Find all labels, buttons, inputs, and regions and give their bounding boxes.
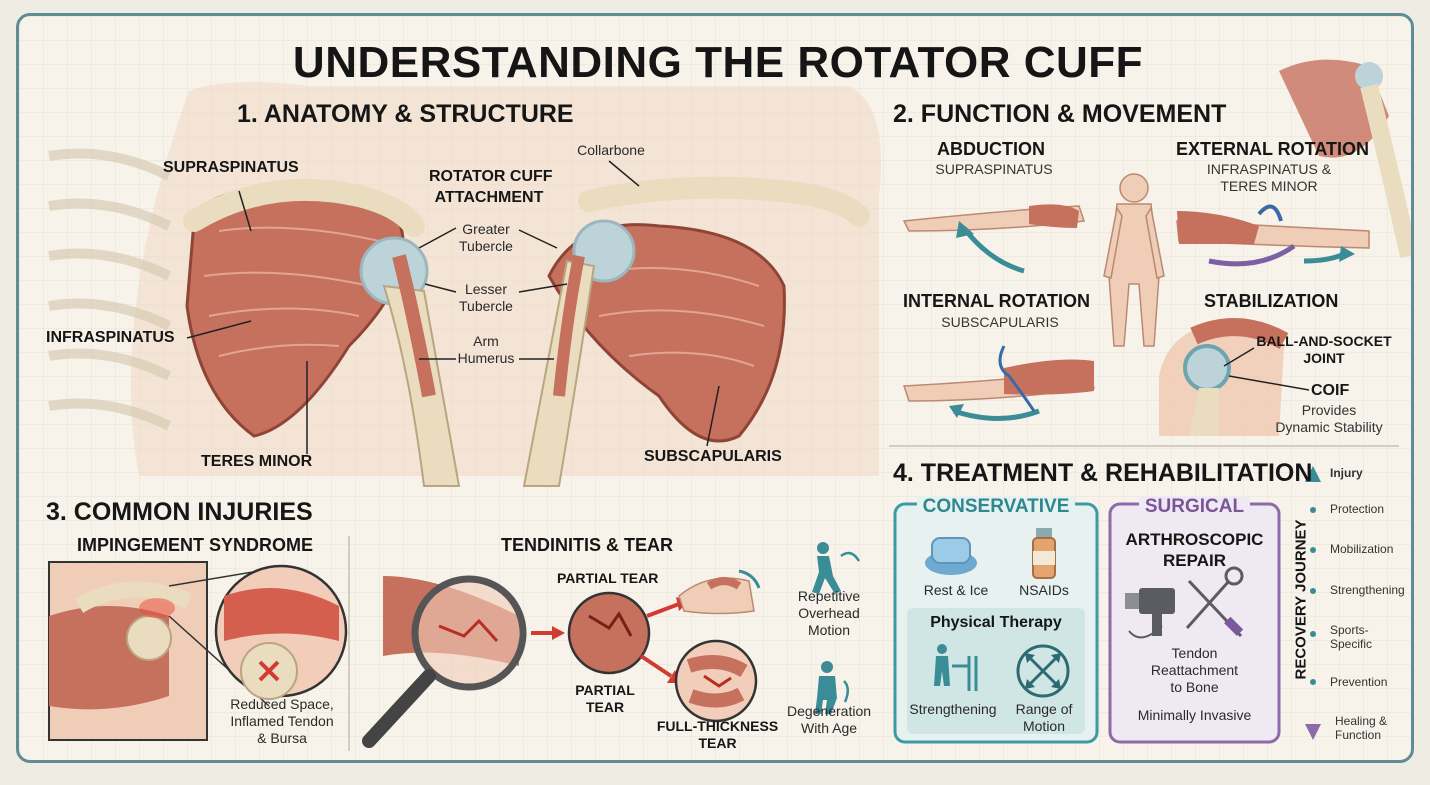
impingement-desc-3: & Bursa [257,730,307,746]
stage-prevention: Prevention [1330,675,1388,689]
rest-ice-label: Rest & Ice [923,582,989,598]
stabilization-title: STABILIZATION [1204,291,1339,311]
abduction-title: ABDUCTION [937,139,1045,159]
stage-healing-function: Healing & Function [1335,714,1388,742]
tear-title: TENDINITIS & TEAR [501,535,674,555]
partial-tear-top-label: PARTIAL TEAR [557,570,659,586]
recovery-journey-label: RECOVERY JOURNEY [1292,519,1310,680]
stage-injury: Injury [1330,466,1363,480]
infraspinatus-label: INFRASPINATUS [46,329,175,346]
ball-socket-label-2: JOINT [1303,350,1345,366]
impingement-desc-2: Inflamed Tendon [230,713,334,729]
function-heading: 2. FUNCTION & MOVEMENT [893,100,1227,128]
coif-label: COIF [1311,382,1350,399]
stability-desc-1: Provides [1301,402,1357,418]
repetitive-cause-3: Motion [807,622,851,638]
tendon-reattachment-2: Reattachment [1150,662,1239,678]
external-rotation-title: EXTERNAL ROTATION [1176,139,1369,159]
impingement-desc-1: Reduced Space, [230,696,334,712]
anatomy-heading: 1. ANATOMY & STRUCTURE [237,100,574,128]
strengthening-label: Strengthening [909,701,997,717]
anatomy-illustration [48,59,1411,751]
lesser-tubercle-label-1: Lesser [464,281,508,297]
infographic-frame: UNDERSTANDING THE ROTATOR CUFF 1. ANATOM… [16,13,1414,763]
repetitive-cause-2: Overhead [798,605,860,621]
conservative-title: CONSERVATIVE [895,496,1097,518]
stability-desc-2: Dynamic Stability [1275,419,1383,435]
degeneration-cause-2: With Age [800,720,858,736]
impingement-title: IMPINGEMENT SYNDROME [77,535,314,555]
greater-tubercle-label-1: Greater [462,221,510,237]
greater-tubercle-label-2: Tubercle [459,238,513,254]
repetitive-cause-1: Repetitive [797,588,861,604]
partial-tear-label-2: TEAR [585,699,625,715]
supraspinatus-label: SUPRASPINATUS [163,159,299,176]
range-of-motion-label-2: Motion [1022,718,1066,734]
tendon-reattachment-1: Tendon [1171,645,1218,661]
attachment-label-line2: ATTACHMENT [434,189,544,206]
collarbone-label: Collarbone [577,142,645,158]
treatment-heading: 4. TREATMENT & REHABILITATION [893,459,1313,487]
arthroscopic-label-2: REPAIR [1163,551,1226,570]
ball-socket-label-1: BALL-AND-SOCKET [1256,333,1392,349]
tendon-reattachment-3: to Bone [1170,679,1219,695]
injuries-heading: 3. COMMON INJURIES [46,498,313,526]
full-thickness-label-2: TEAR [698,735,737,751]
humerus-label-1: Arm [473,333,499,349]
external-rotation-muscle-1: INFRASPINATUS & [1206,161,1332,177]
arthroscopic-label-1: ARTHROSCOPIC [1125,530,1264,549]
page-title: UNDERSTANDING THE ROTATOR CUFF [292,38,1144,87]
external-rotation-muscle-2: TERES MINOR [1220,178,1318,194]
range-of-motion-label-1: Range of [1015,701,1073,717]
surgical-title-text: SURGICAL [1138,496,1251,517]
physical-therapy-title: Physical Therapy [930,614,1062,631]
stage-strengthening: Strengthening [1330,583,1405,597]
stage-sports-specific: Sports- Specific [1330,623,1373,651]
humerus-label-2: Humerus [457,350,515,366]
teres-minor-label: TERES MINOR [201,453,313,470]
conservative-title-text: CONSERVATIVE [916,496,1076,517]
abduction-muscle: SUPRASPINATUS [935,161,1053,177]
degeneration-cause-1: Degeneration [786,703,872,719]
stage-protection: Protection [1330,502,1385,516]
surgical-title: SURGICAL [1110,496,1279,518]
attachment-label-line1: ROTATOR CUFF [429,168,553,185]
stage-mobilization: Mobilization [1330,542,1394,556]
lesser-tubercle-label-2: Tubercle [459,298,513,314]
partial-tear-label-1: PARTIAL [575,682,635,698]
minimally-invasive-label: Minimally Invasive [1137,707,1252,723]
subscapularis-label: SUBSCAPULARIS [644,448,782,465]
internal-rotation-title: INTERNAL ROTATION [903,291,1090,311]
internal-rotation-muscle: SUBSCAPULARIS [941,314,1059,330]
full-thickness-label-1: FULL-THICKNESS [656,718,779,734]
nsaids-label: NSAIDs [1019,582,1069,598]
